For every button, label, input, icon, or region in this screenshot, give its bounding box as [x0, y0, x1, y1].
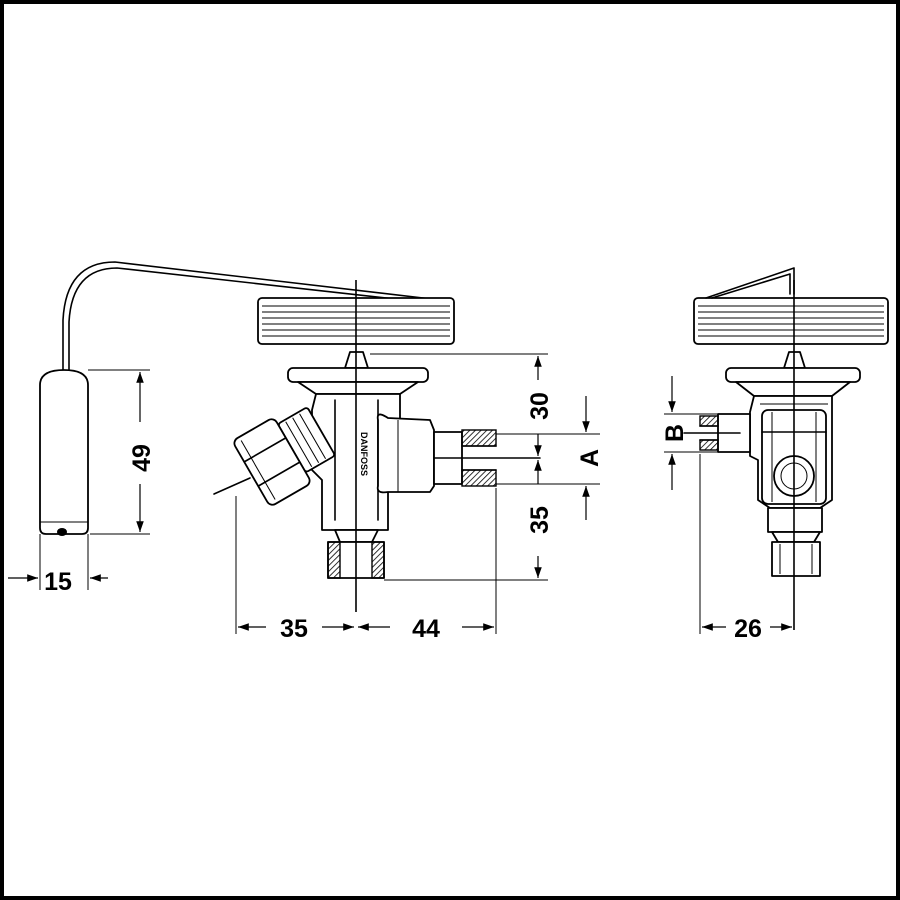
dim-bulb-width: 15: [8, 534, 108, 596]
label-a: A: [576, 449, 604, 467]
adjusting-nut: [233, 407, 336, 506]
capillary-tube: [62, 261, 441, 373]
dim-outlet-a: A: [496, 396, 604, 520]
outlet-fitting: [376, 413, 497, 494]
label-b: B: [661, 424, 689, 442]
label-44: 44: [412, 615, 440, 643]
side-view-head: [693, 267, 889, 397]
dim-side-width: 26: [699, 454, 792, 643]
label-35-horizontal: 35: [280, 615, 308, 643]
dim-top-height: 30: [370, 353, 554, 456]
dim-bottom-height: 35: [384, 460, 554, 581]
side-view-body: [749, 395, 833, 577]
label-26: 26: [734, 615, 762, 643]
label-35-vertical: 35: [526, 506, 554, 534]
dim-horizontal-front: 35 44: [235, 488, 497, 643]
dim-side-b: B: [661, 376, 720, 490]
label-49: 49: [128, 444, 156, 472]
dim-bulb-length: 49: [88, 369, 156, 535]
label-15: 15: [44, 568, 72, 596]
sensor-bulb: [39, 369, 89, 536]
brand-text: DANFOSS: [359, 432, 369, 476]
label-30: 30: [526, 392, 554, 420]
